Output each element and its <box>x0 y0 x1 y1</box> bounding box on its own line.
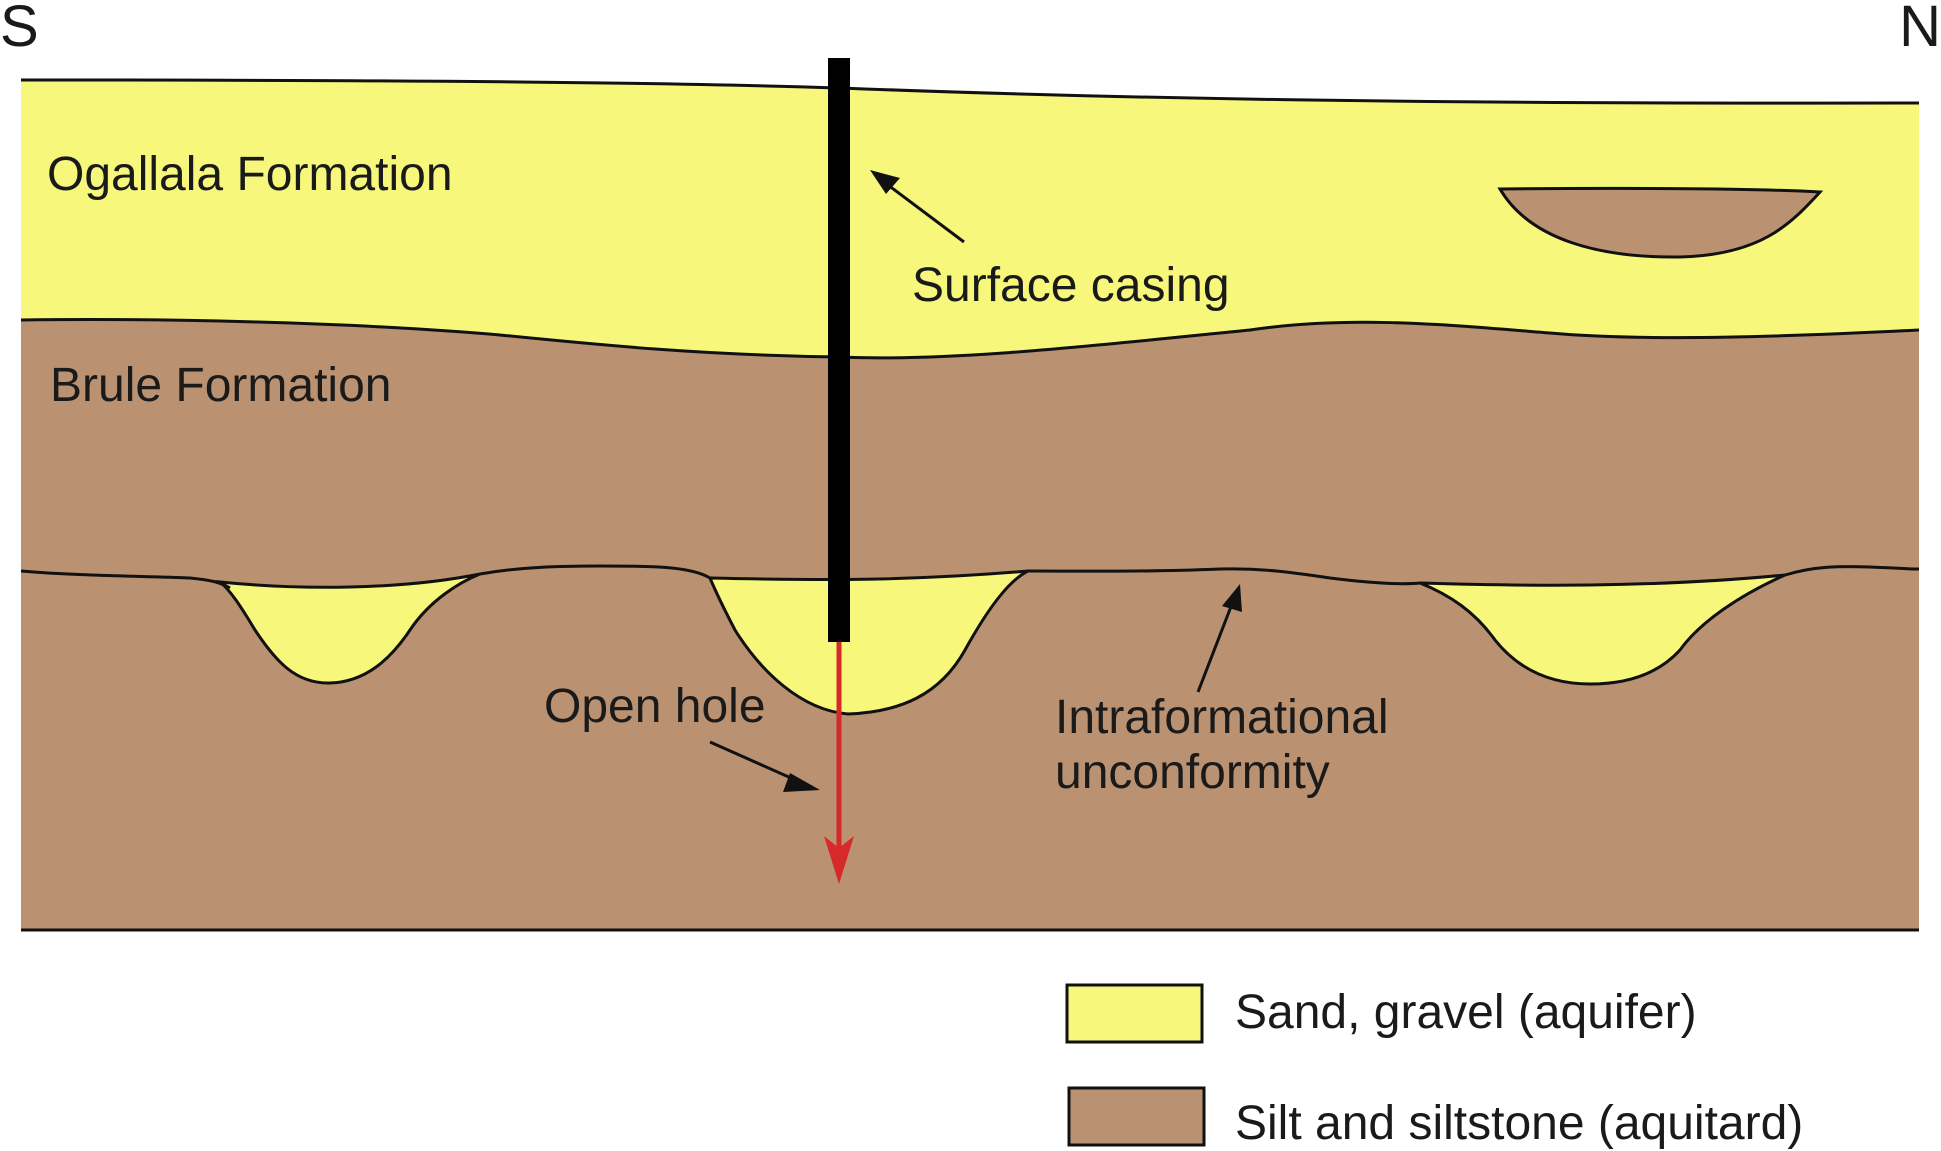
channel-fill-3 <box>1419 573 1786 686</box>
surface-casing-label: Surface casing <box>912 259 1230 312</box>
ogallala-formation-layer <box>21 80 1919 358</box>
ogallala-brule-contact <box>20 318 1920 360</box>
ground-surface-line <box>20 78 1920 105</box>
surface-casing-arrow <box>870 170 965 244</box>
compass-south: S <box>0 0 39 59</box>
legend-label-silt: Silt and siltstone (aquitard) <box>1235 1097 1803 1150</box>
compass-north: N <box>1899 0 1941 59</box>
legend-swatch-silt <box>1067 1086 1206 1147</box>
open-hole-arrow <box>709 740 820 792</box>
ogallala-formation-label: Ogallala Formation <box>47 148 453 201</box>
legend: Sand, gravel (aquifer) Silt and siltston… <box>1065 983 1803 1150</box>
unconformity-line <box>20 564 1920 590</box>
open-hole-arrowhead <box>824 836 854 884</box>
unconformity-arrow <box>1196 584 1242 693</box>
legend-label-sand: Sand, gravel (aquifer) <box>1235 986 1697 1039</box>
brule-formation-label: Brule Formation <box>50 359 391 412</box>
surface-casing-bar <box>828 58 850 642</box>
channel-fill-1 <box>215 572 481 685</box>
silt-lens <box>1497 186 1824 259</box>
channel-fill-2 <box>707 569 1029 716</box>
unconformity-label-line2: unconformity <box>1055 746 1330 799</box>
open-hole-label: Open hole <box>544 680 766 733</box>
legend-swatch-sand <box>1065 983 1204 1044</box>
unconformity-label-line1: Intraformational <box>1055 691 1389 744</box>
